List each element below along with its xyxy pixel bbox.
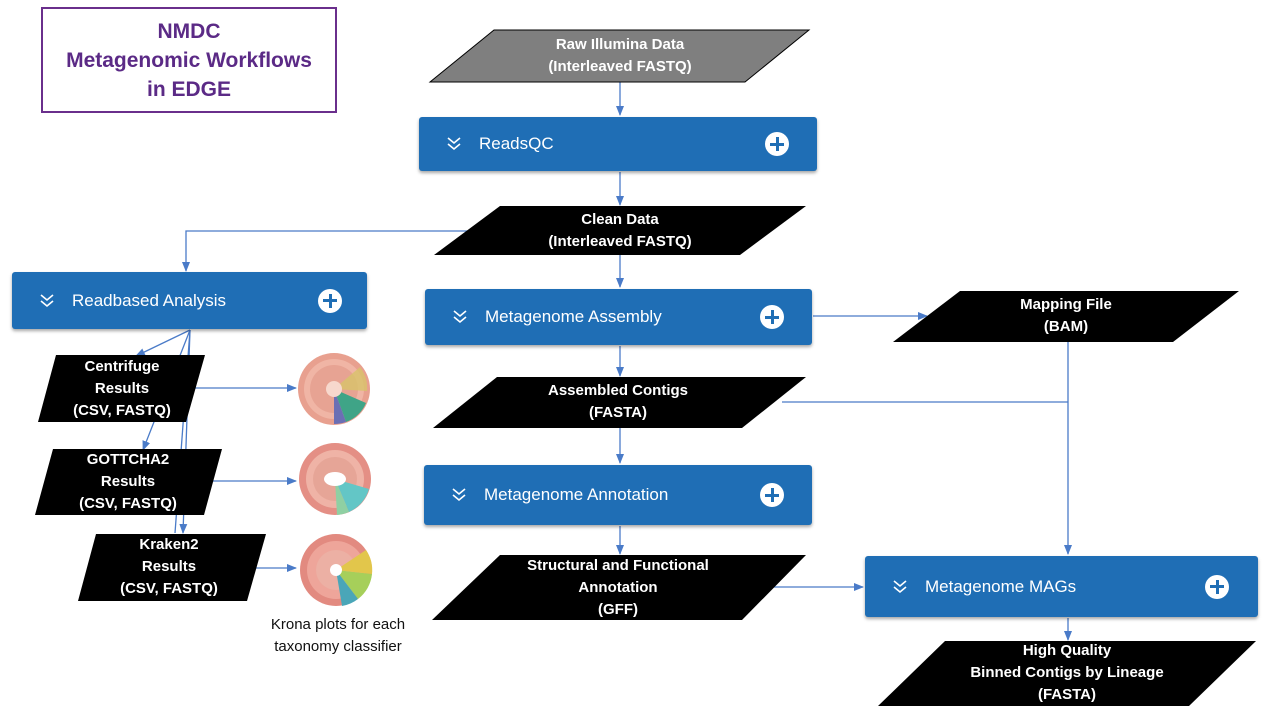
mapping-file-label: Mapping File (BAM)	[1020, 296, 1112, 335]
assembled-contigs-shape	[433, 377, 806, 428]
krona-plot-gottcha2	[299, 443, 371, 515]
readsqc-add-button[interactable]	[765, 132, 789, 156]
assembly-add-button[interactable]	[760, 305, 784, 329]
kraken2-label: Kraken2 Results (CSV, FASTQ)	[120, 536, 218, 597]
readbased-panel-label: Readbased Analysis	[72, 290, 227, 310]
gottcha2-label: GOTTCHA2 Results (CSV, FASTQ)	[79, 451, 177, 512]
kraken2-shape	[78, 534, 266, 601]
title-line-1: NMDC	[157, 19, 221, 43]
annotation-panel[interactable]: Metagenome Annotation	[424, 465, 812, 525]
mags-output-shape	[878, 641, 1256, 706]
clean-data-label: Clean Data (Interleaved FASTQ)	[548, 210, 692, 250]
chevron-double-down-icon[interactable]	[891, 579, 909, 595]
annotation-panel-label: Metagenome Annotation	[484, 485, 669, 504]
centrifuge-label: Centrifuge Results (CSV, FASTQ)	[73, 358, 171, 419]
arrow-readbased-to-centrifuge	[135, 329, 191, 357]
title-line-3: in EDGE	[146, 77, 231, 101]
mags-panel[interactable]: Metagenome MAGs	[865, 556, 1258, 617]
annotation-add-button[interactable]	[760, 483, 784, 507]
chevron-double-down-icon[interactable]	[451, 309, 469, 325]
mapping-file-shape	[893, 291, 1239, 342]
readsqc-panel[interactable]: ReadsQC	[419, 117, 817, 171]
chevron-double-down-icon[interactable]	[450, 487, 468, 503]
raw-data-label: Raw Illumina Data (Interleaved FASTQ)	[548, 36, 692, 75]
mags-panel-label: Metagenome MAGs	[925, 576, 1077, 596]
chevron-double-down-icon[interactable]	[445, 136, 463, 152]
readsqc-panel-label: ReadsQC	[479, 134, 554, 153]
assembly-panel[interactable]: Metagenome Assembly	[425, 289, 812, 345]
chevron-double-down-icon[interactable]	[38, 293, 56, 309]
mags-output-label: High Quality Binned Contigs by Lineage (…	[970, 642, 1164, 703]
clean-data-shape	[434, 206, 806, 255]
assembly-panel-label: Metagenome Assembly	[485, 307, 662, 326]
raw-data-shape	[428, 29, 811, 83]
diagram-title-box: NMDC Metagenomic Workflows in EDGE	[41, 7, 337, 113]
readbased-panel[interactable]: Readbased Analysis	[12, 272, 367, 329]
annotation-output-label: Structural and Functional Annotation (GF…	[527, 557, 709, 618]
annotation-output-shape	[432, 555, 806, 620]
krona-caption: Krona plots for each taxonomy classifier	[270, 616, 406, 655]
krona-plot-centrifuge	[298, 353, 370, 425]
title-line-2: Metagenomic Workflows	[66, 48, 312, 72]
mags-add-button[interactable]	[1205, 574, 1229, 599]
krona-plot-kraken2	[300, 534, 373, 606]
readbased-add-button[interactable]	[318, 288, 342, 313]
centrifuge-shape	[38, 355, 205, 422]
assembled-contigs-label: Assembled Contigs (FASTA)	[547, 382, 689, 421]
arrow-clean-to-readbased	[182, 230, 468, 272]
gottcha2-shape	[35, 449, 222, 515]
